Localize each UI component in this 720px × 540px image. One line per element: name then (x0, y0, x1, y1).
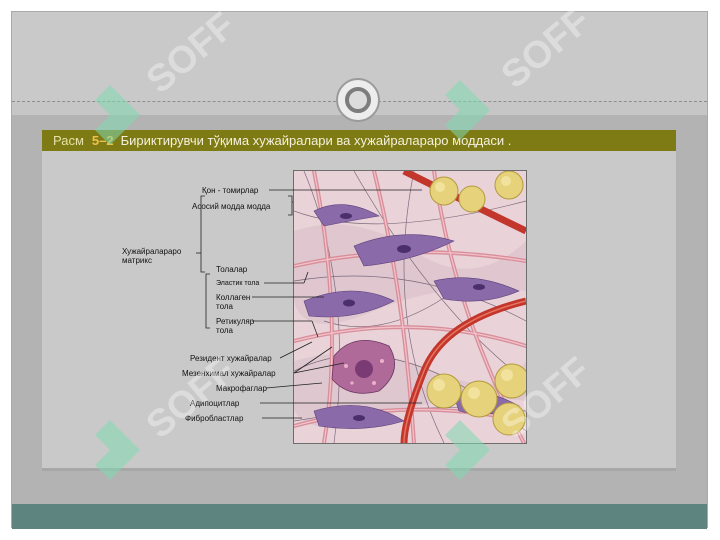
label-matrix-line2: матрикс (122, 256, 152, 265)
ring-ornament-icon (336, 78, 380, 122)
label-collagen-line1: Коллаген (216, 293, 251, 302)
label-elastic-fiber: Эластик тола (216, 280, 260, 287)
leader-lines (196, 189, 422, 419)
title-prefix: Расм (53, 133, 84, 148)
title-text: Бириктирувчи тўқима хужайралари ва хужай… (120, 133, 512, 148)
label-fibroblasts: Фибробластлар (185, 414, 244, 423)
label-reticular-line2: тола (216, 326, 233, 335)
label-ground-substance: Асосий модда модда (192, 202, 271, 211)
label-macrophages: Макрофаглар (216, 384, 267, 393)
label-reticular-line1: Ретикуляр (216, 317, 255, 326)
label-matrix-line1: Хужайралараро (122, 247, 182, 256)
label-blood-vessels: Қон - томирлар (202, 186, 259, 195)
tissue-drawing (294, 171, 526, 443)
label-fibers: Толалар (216, 265, 248, 274)
label-adipocytes: Адипоцитлар (190, 399, 240, 408)
connective-tissue-illustration (293, 170, 527, 444)
label-collagen-line2: тола (216, 302, 233, 311)
bottom-bar (12, 504, 707, 529)
label-mesenchymal-cells: Мезенхимал хужайралар (182, 369, 276, 378)
label-resident-cells: Резидент хужайралар (190, 354, 272, 363)
